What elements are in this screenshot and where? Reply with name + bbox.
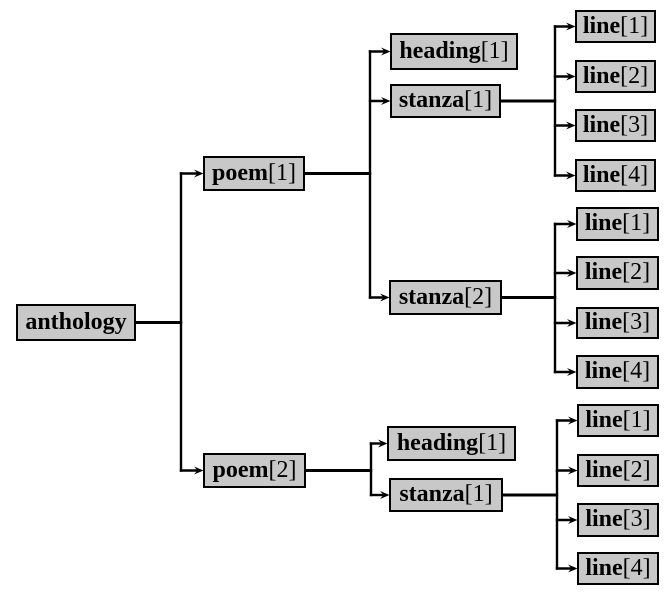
arrowhead-p1s1-line-2 xyxy=(566,72,576,81)
arrowhead-p2s1-line-1 xyxy=(568,416,578,425)
node-index-p1s2-line-1: [1] xyxy=(622,210,651,236)
node-index-poem-1: [1] xyxy=(268,159,296,186)
node-index-p1-stanza-2: [2] xyxy=(464,283,493,310)
node-index-p2s1-line-1: [1] xyxy=(622,406,651,433)
node-label-p1s1-line-2: line xyxy=(582,62,621,89)
arrowhead-p2s1-line-3 xyxy=(568,516,578,524)
node-label-p2-stanza-1: stanza xyxy=(399,481,465,507)
node-p1-stanza-2: stanza[2] xyxy=(389,280,502,315)
node-label-poem-1: poem xyxy=(212,159,268,186)
arrowhead-p1-stanza-1 xyxy=(381,97,391,105)
node-index-p1s1-line-4: [4] xyxy=(620,161,649,188)
node-p2-stanza-1: stanza[1] xyxy=(389,478,503,512)
arrowhead-p1s1-line-4 xyxy=(566,171,576,180)
node-index-p1s1-line-1: [1] xyxy=(620,12,649,39)
node-label-p1s2-line-4: line xyxy=(584,358,623,384)
node-p2s1-line-3: line[3] xyxy=(577,503,659,537)
node-p1s1-line-3: line[3] xyxy=(575,109,656,142)
node-poem-2: poem[2] xyxy=(203,453,306,488)
node-label-p1s2-line-1: line xyxy=(584,210,623,236)
arrowhead-p1-stanza-2 xyxy=(380,293,390,302)
arrowhead-p2s1-line-4 xyxy=(568,564,578,573)
node-p1s1-line-4: line[4] xyxy=(575,159,656,192)
node-index-p1-stanza-1: [1] xyxy=(464,87,493,113)
node-label-p1s2-line-2: line xyxy=(584,259,623,285)
node-label-p2s1-line-4: line xyxy=(585,554,623,581)
node-label-p1s2-line-3: line xyxy=(584,309,623,335)
node-index-p1s1-line-2: [2] xyxy=(620,62,649,89)
node-p1s2-line-1: line[1] xyxy=(576,207,659,241)
arrowhead-p1-heading-1 xyxy=(381,47,391,56)
node-index-p1s1-line-3: [3] xyxy=(620,111,649,138)
node-p1s1-line-1: line[1] xyxy=(575,10,656,43)
node-index-p1-heading-1: [1] xyxy=(480,37,509,64)
node-p2s1-line-4: line[4] xyxy=(577,552,659,585)
node-index-p2-heading-1: [1] xyxy=(478,429,507,456)
arrowhead-p2-stanza-1 xyxy=(380,491,390,499)
node-p1s2-line-3: line[3] xyxy=(576,307,659,339)
arrowhead-p1s1-line-1 xyxy=(566,22,576,31)
node-p1-stanza-1: stanza[1] xyxy=(390,84,501,118)
node-label-p1-stanza-1: stanza xyxy=(398,87,465,113)
node-label-p1s1-line-1: line xyxy=(582,12,621,39)
node-label-p2s1-line-2: line xyxy=(585,456,623,483)
arrowhead-poem-2 xyxy=(194,466,204,475)
node-label-p2s1-line-1: line xyxy=(585,406,623,433)
arrowhead-p2s1-line-2 xyxy=(568,466,578,475)
node-p1s1-line-2: line[2] xyxy=(575,60,656,93)
arrowhead-p1s1-line-3 xyxy=(566,121,576,130)
node-label-p1-heading-1: heading xyxy=(399,37,481,64)
node-label-p2-heading-1: heading xyxy=(396,429,479,456)
arrowhead-p2-heading-1 xyxy=(378,439,388,448)
node-index-p1s2-line-2: [2] xyxy=(622,259,651,285)
arrowhead-p1s2-line-3 xyxy=(567,319,577,327)
arrowhead-poem-1 xyxy=(194,169,204,178)
node-index-p1s2-line-4: [4] xyxy=(622,358,651,384)
node-index-p2-stanza-1: [1] xyxy=(464,481,493,507)
arrowhead-p1s2-line-1 xyxy=(567,220,577,228)
node-label-poem-2: poem xyxy=(212,456,269,483)
node-label-p1s1-line-4: line xyxy=(582,161,621,188)
node-p2-heading-1: heading[1] xyxy=(387,426,516,461)
node-label-p1-stanza-2: stanza xyxy=(398,283,465,310)
node-index-p2s1-line-4: [4] xyxy=(622,554,651,581)
node-index-p2s1-line-2: [2] xyxy=(622,456,651,483)
node-label-p1s1-line-3: line xyxy=(582,111,621,138)
node-p2s1-line-2: line[2] xyxy=(577,454,659,487)
node-label-p2s1-line-3: line xyxy=(585,506,623,532)
node-index-p2s1-line-3: [3] xyxy=(622,506,651,532)
node-p1s2-line-2: line[2] xyxy=(576,256,659,290)
node-p2s1-line-1: line[1] xyxy=(577,404,659,437)
node-anthology: anthology xyxy=(16,304,136,341)
node-label-anthology: anthology xyxy=(25,308,127,335)
node-index-poem-2: [2] xyxy=(268,456,297,483)
node-p1-heading-1: heading[1] xyxy=(390,33,518,70)
node-poem-1: poem[1] xyxy=(203,156,305,191)
arrowhead-p1s2-line-2 xyxy=(567,269,577,277)
node-p1s2-line-4: line[4] xyxy=(576,355,659,389)
arrowhead-p1s2-line-4 xyxy=(567,368,577,376)
node-index-p1s2-line-3: [3] xyxy=(622,309,651,335)
